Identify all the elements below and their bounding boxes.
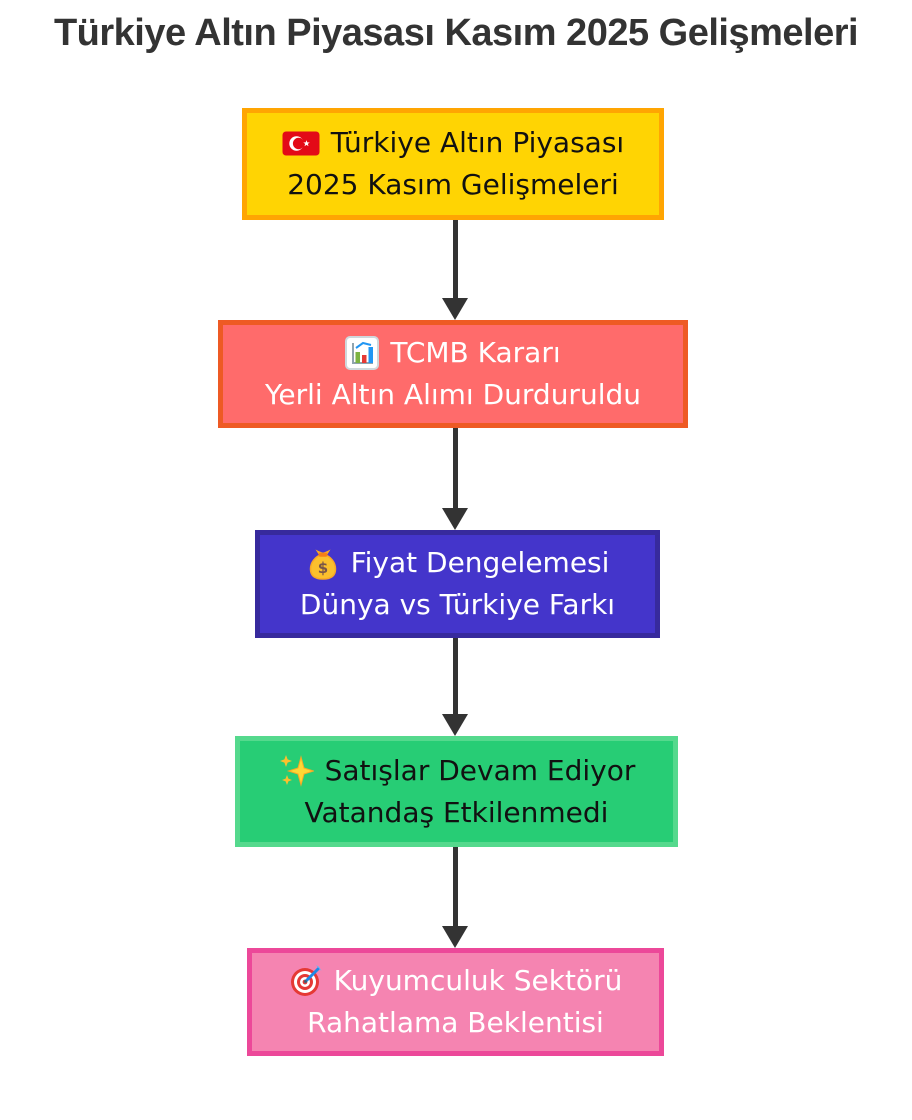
node-line1: $ Fiyat Dengelemesi [306,542,610,584]
page-title: Türkiye Altın Piyasası Kasım 2025 Gelişm… [53,12,859,54]
node-line1-text: Kuyumculuk Sektörü [333,964,623,997]
sparkles-icon [278,753,314,789]
node-line1: Satışlar Devam Ediyor [278,750,636,792]
turkey-flag-icon [282,130,320,157]
flow-arrow-4 [442,847,468,948]
flow-node-sales-continue: Satışlar Devam Ediyor Vatandaş Etkilenme… [235,736,678,847]
node-line1: TCMB Kararı [345,332,561,374]
node-line1-text: Satışlar Devam Ediyor [324,753,636,787]
flow-arrow-2 [442,428,468,530]
svg-text:$: $ [317,559,327,577]
money-bag-icon: $ [306,547,340,580]
arrow-shaft [452,638,458,714]
flow-arrow-1 [442,220,468,320]
dart-target-icon [289,964,323,998]
node-line1: Türkiye Altın Piyasası [282,122,624,164]
node-line1-text: Fiyat Dengelemesi [350,546,610,579]
node-line2-text: Yerli Altın Alımı Durduruldu [265,378,641,411]
node-line1: Kuyumculuk Sektörü [289,960,623,1002]
node-line1-text: TCMB Kararı [390,336,561,369]
bar-chart-icon [345,336,380,370]
arrow-head-icon [442,926,468,948]
node-line2-text: 2025 Kasım Gelişmeleri [287,168,619,201]
arrow-shaft [452,220,458,298]
arrow-shaft [452,847,458,926]
arrow-head-icon [442,714,468,736]
flow-node-gold-market: Türkiye Altın Piyasası 2025 Kasım Gelişm… [242,108,664,220]
flow-node-tcmb-decision: TCMB Kararı Yerli Altın Alımı Durduruldu [218,320,688,428]
node-line2-text: Rahatlama Beklentisi [307,1006,604,1039]
flow-node-price-balancing: $ Fiyat Dengelemesi Dünya vs Türkiye Far… [255,530,660,638]
flow-arrow-3 [442,638,468,736]
arrow-head-icon [442,508,468,530]
arrow-head-icon [442,298,468,320]
node-line1-text: Türkiye Altın Piyasası [330,126,625,159]
node-line2-text: Dünya vs Türkiye Farkı [299,588,616,621]
flow-node-jewelry-sector: Kuyumculuk Sektörü Rahatlama Beklentisi [247,948,664,1056]
node-line2-text: Vatandaş Etkilenmedi [304,795,609,829]
arrow-shaft [452,428,458,508]
